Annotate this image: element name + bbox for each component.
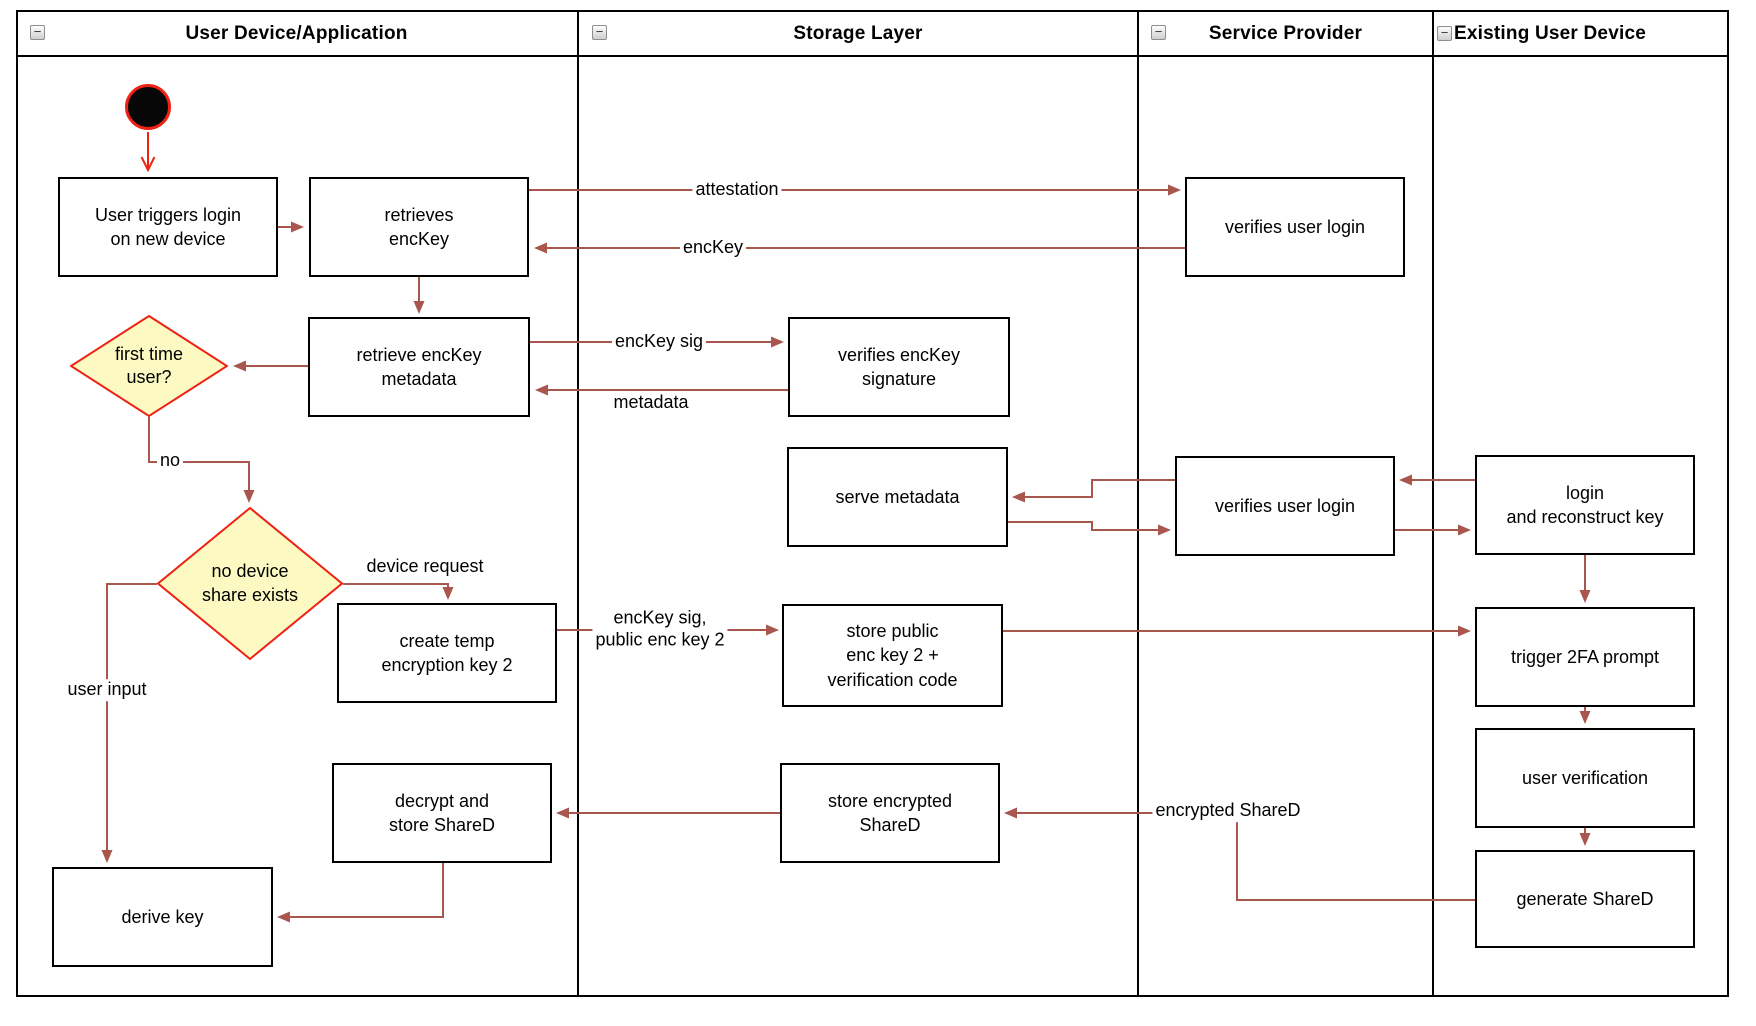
arrowhead-retrieves-to-metadata [413, 301, 425, 314]
arrowhead-attestation [1168, 184, 1181, 196]
decision-label: first time user? [114, 343, 183, 387]
edge-verify2-to-serve [1022, 479, 1175, 498]
arrowhead-no-branch [243, 490, 255, 503]
edge-label-metadata-return: metadata [610, 392, 692, 414]
arrowhead-metadata-to-firsttime [233, 360, 246, 372]
edge-label-no-branch: no [156, 450, 184, 472]
arrowhead-verify2-to-serve [1012, 491, 1025, 503]
lane-divider-2 [1137, 10, 1139, 997]
edge-label-encrypted-shared: encrypted ShareD [1152, 800, 1304, 822]
arrowhead-device-request [442, 587, 454, 600]
collapse-minus-icon[interactable]: − [1437, 26, 1452, 41]
decision-diamond-shape [70, 315, 228, 417]
action-login-reconstruct-key[interactable]: login and reconstruct key [1475, 455, 1695, 555]
edge-label-user-input: user input [64, 679, 150, 701]
action-verifies-user-login-1[interactable]: verifies user login [1185, 177, 1405, 277]
collapse-minus-icon[interactable]: − [592, 25, 607, 40]
action-create-temp-key[interactable]: create temp encryption key 2 [337, 603, 557, 703]
lane-divider-1 [577, 10, 579, 997]
arrowhead-decrypt-to-derive [277, 911, 290, 923]
arrowhead-store-to-decrypt [556, 807, 569, 819]
arrowhead-enckey-sig [771, 336, 784, 348]
collapse-minus-icon[interactable]: − [1151, 25, 1166, 40]
start-node[interactable] [125, 84, 171, 130]
action-retrieve-enckey-metadata[interactable]: retrieve encKey metadata [308, 317, 530, 417]
arrowhead-login-to-verify2 [1399, 474, 1412, 486]
arrowhead-verification-to-generate [1579, 833, 1591, 846]
edge-label-attestation: attestation [692, 179, 782, 201]
action-trigger-2fa[interactable]: trigger 2FA prompt [1475, 607, 1695, 707]
action-verifies-user-login-2[interactable]: verifies user login [1175, 456, 1395, 556]
decision-no-device-share[interactable]: no device share exists [157, 507, 343, 660]
arrowhead-enckey-return [534, 242, 547, 254]
edge-label-enckey-return: encKey [679, 237, 747, 259]
lane-header-storage-layer[interactable]: Storage Layer [579, 12, 1137, 55]
action-store-encrypted-shared[interactable]: store encrypted ShareD [780, 763, 1000, 863]
action-user-triggers-login[interactable]: User triggers login on new device [58, 177, 278, 277]
decision-label: no device share exists [201, 561, 299, 605]
arrowhead-login-to-retrieves [291, 221, 304, 233]
arrowhead-user-input [101, 850, 113, 863]
arrowhead-enckey-sig-pubkey [766, 624, 779, 636]
edge-encrypted-shared [1014, 812, 1475, 901]
arrowhead-2fa-to-verification [1579, 711, 1591, 724]
lane-divider-3 [1432, 10, 1434, 997]
action-store-public-key[interactable]: store public enc key 2 + verification co… [782, 604, 1003, 707]
action-retrieves-enckey[interactable]: retrieves encKey [309, 177, 529, 277]
edge-device-request [343, 583, 449, 590]
edge-label-device-request: device request [363, 556, 487, 578]
arrowhead-store-to-2fa [1458, 625, 1471, 637]
lane-title: Existing User Device [1454, 22, 1646, 44]
action-verifies-enckey-signature[interactable]: verifies encKey signature [788, 317, 1010, 417]
edge-decrypt-to-derive [287, 863, 444, 918]
action-serve-metadata[interactable]: serve metadata [787, 447, 1008, 547]
action-derive-key[interactable]: derive key [52, 867, 273, 967]
edge-serve-to-verify2 [1008, 521, 1161, 531]
lane-header-existing-user-device[interactable]: Existing User Device [1434, 12, 1729, 55]
lane-title: User Device/Application [185, 22, 408, 44]
lane-header-service-provider[interactable]: Service Provider [1139, 12, 1432, 55]
arrowhead-encrypted-shared [1004, 807, 1017, 819]
lane-title: Storage Layer [793, 22, 923, 44]
edge-label-enckey-sig: encKey sig [611, 331, 707, 353]
decision-first-time-user[interactable]: first time user? [70, 315, 228, 417]
edge-no-branch [148, 417, 250, 493]
arrowhead-metadata-return [535, 384, 548, 396]
action-decrypt-store-shared[interactable]: decrypt and store ShareD [332, 763, 552, 863]
lane-title: Service Provider [1208, 22, 1363, 44]
header-divider [16, 55, 1729, 57]
collapse-minus-icon[interactable]: − [30, 25, 45, 40]
pool-border [16, 10, 1729, 997]
edge-label-enckey-sig-pubkey: encKey sig, public enc key 2 [592, 607, 728, 651]
arrowhead-start-to-login [140, 156, 156, 173]
action-user-verification[interactable]: user verification [1475, 728, 1695, 828]
edge-user-input [106, 583, 157, 853]
decision-diamond-shape [157, 507, 343, 660]
arrowhead-login-to-2fa [1579, 590, 1591, 603]
lane-header-user-device[interactable]: User Device/Application [16, 12, 577, 55]
arrowhead-verify2-to-login [1458, 524, 1471, 536]
action-generate-shared[interactable]: generate ShareD [1475, 850, 1695, 948]
arrowhead-serve-to-verify2 [1158, 524, 1171, 536]
